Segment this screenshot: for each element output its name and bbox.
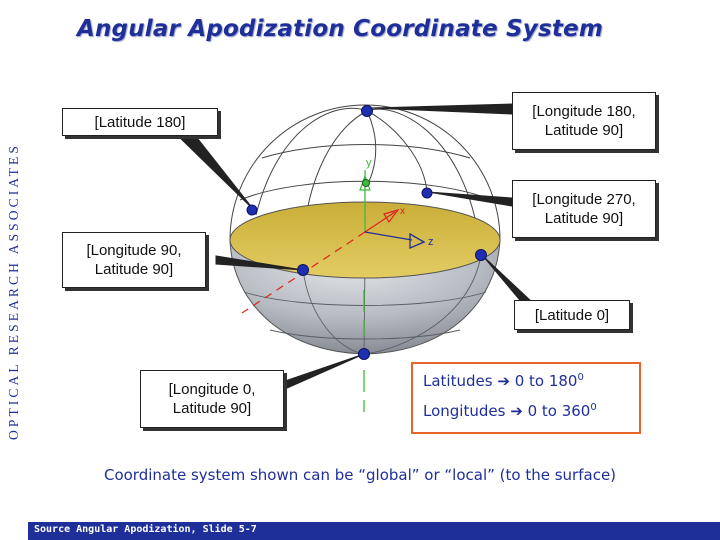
coordinate-markers	[246, 105, 487, 360]
x-axis-label: x	[400, 206, 405, 217]
label-longitude-180-latitude-90: [Longitude 180,Latitude 90]	[512, 92, 656, 150]
marker-y-axis	[362, 179, 370, 187]
arrow-right-icon: ➔	[510, 402, 523, 420]
arrow-right-icon: ➔	[497, 372, 510, 390]
marker-lat180	[246, 204, 258, 216]
coordinate-ranges: Latitudes ➔ 0 to 1800 Longitudes ➔ 0 to …	[411, 362, 641, 434]
label-latitude-180: [Latitude 180]	[62, 108, 218, 136]
y-axis-label: y	[366, 157, 372, 169]
footer-source: Source Angular Apodization, Slide 5-7	[34, 524, 257, 535]
label-longitude-90-latitude-90: [Longitude 90,Latitude 90]	[62, 232, 206, 288]
marker-lat0	[475, 249, 487, 261]
page-title: Angular Apodization Coordinate System	[76, 16, 604, 42]
z-axis-label: z	[428, 236, 434, 248]
footer-bar: Source Angular Apodization, Slide 5-7	[28, 522, 720, 540]
marker-lon270-lat90	[421, 187, 433, 199]
marker-lon180-lat90	[361, 105, 373, 117]
longitudes-range: Longitudes ➔ 0 to 3600	[423, 402, 597, 420]
lower-hemisphere-wireframe	[243, 254, 487, 355]
latitudes-range: Latitudes ➔ 0 to 1800	[423, 372, 584, 390]
label-longitude-270-latitude-90: [Longitude 270,Latitude 90]	[512, 180, 656, 238]
caption: Coordinate system shown can be “global” …	[103, 466, 617, 484]
label-latitude-0: [Latitude 0]	[514, 300, 630, 330]
brand-vertical-text: OPTICAL RESEARCH ASSOCIATES	[2, 82, 24, 442]
marker-lon0-lat90	[358, 348, 370, 360]
marker-lon90-lat90	[297, 264, 309, 276]
brand-text: OPTICAL RESEARCH ASSOCIATES	[6, 143, 21, 440]
label-longitude-0-latitude-90: [Longitude 0,Latitude 90]	[140, 370, 284, 428]
